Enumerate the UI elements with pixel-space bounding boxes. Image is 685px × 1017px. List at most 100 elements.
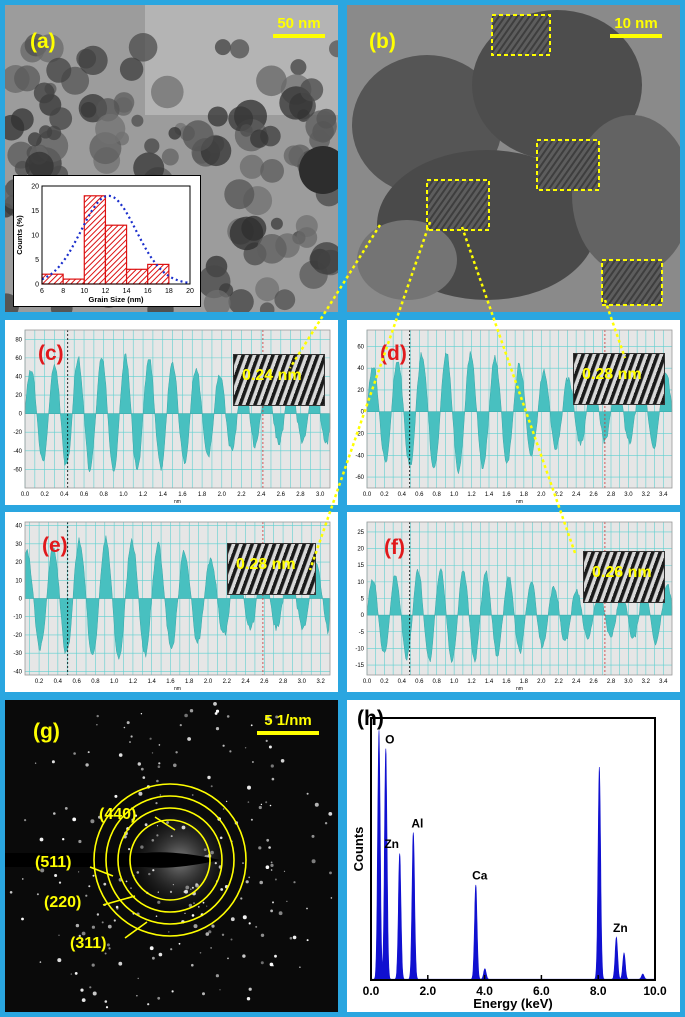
x-tick-label: 2.6 (260, 679, 269, 685)
diffraction-spot (189, 709, 194, 713)
diffraction-spot (197, 906, 200, 908)
diffraction-spot (96, 724, 98, 726)
fringe-inset-d: 0.28 nm (573, 353, 665, 405)
diffraction-spot (64, 807, 68, 810)
diffraction-spot (278, 911, 283, 916)
diffraction-spot (280, 759, 285, 763)
spacing-label-d: 0.28 nm (582, 366, 642, 383)
y-tick-label: 5 (361, 597, 365, 603)
x-tick-label: 2.0 (204, 679, 213, 685)
tem-particle (229, 216, 264, 251)
eds-axes (370, 717, 656, 981)
diffraction-spot (105, 1006, 109, 1009)
diffraction-spot (101, 921, 104, 924)
tem-particle (46, 57, 72, 83)
diffraction-spot (191, 963, 194, 967)
diffraction-spot (259, 880, 263, 885)
y-tick-label: 0 (361, 410, 365, 416)
diffraction-spot (123, 726, 126, 729)
diffraction-spot (251, 761, 254, 763)
scale-bar-line (257, 731, 319, 735)
diffraction-spot (215, 709, 220, 713)
diffraction-spot (149, 737, 152, 740)
x-tick-label: 3.2 (642, 492, 651, 498)
panel-g-scale-text: 5 1/nm (264, 712, 312, 729)
tem-particle (257, 234, 287, 264)
y-tick-label: -20 (13, 430, 22, 436)
x-tick-label: 3.4 (659, 679, 668, 685)
tem-particle (5, 114, 25, 141)
x-tick-label: 0.2 (380, 679, 389, 685)
diffraction-spot (181, 825, 186, 830)
diffraction-spot (269, 962, 274, 967)
diffraction-spot (58, 934, 60, 936)
diffraction-spot (24, 819, 27, 822)
fringe-inset-c: 0.24 nm (233, 354, 325, 406)
diffraction-spot (195, 883, 199, 888)
x-tick-label: 2.0 (218, 492, 227, 498)
y-tick-label: 60 (15, 356, 22, 362)
histogram-xlabel: Grain Size (nm) (88, 295, 144, 304)
diffraction-spot (78, 934, 82, 938)
diffraction-spot (268, 745, 272, 749)
histogram-ylabel: Counts (%) (15, 215, 24, 255)
diffraction-spot (248, 922, 251, 925)
diffraction-spot (103, 882, 107, 886)
tem-particle (78, 45, 108, 75)
y-tick-label: 20 (357, 388, 364, 394)
diffraction-spot (75, 923, 80, 928)
tem-particle (80, 102, 97, 118)
diffraction-spot (185, 885, 190, 890)
tem-particle (256, 65, 287, 97)
fringe-inset-f: 0.26 nm (583, 551, 665, 603)
tem-particle (228, 289, 254, 312)
diffraction-spot (193, 924, 198, 929)
diffraction-spot (158, 744, 161, 746)
diffraction-spot (293, 881, 296, 884)
x-tick-label: 14 (123, 288, 131, 295)
diffraction-spot (269, 804, 272, 807)
beam-stopper (5, 852, 220, 868)
diffraction-spot (156, 834, 159, 837)
diffraction-spot (248, 987, 252, 991)
diffraction-spot (57, 958, 62, 963)
diffraction-spot (156, 779, 159, 783)
diffraction-spot (324, 822, 328, 825)
diffraction-spot (85, 894, 88, 897)
x-axis-unit: nm (516, 686, 523, 692)
tem-particle (290, 59, 307, 76)
diffraction-ring (93, 783, 247, 937)
diffraction-spot (128, 848, 131, 851)
diffraction-spot (202, 901, 205, 904)
x-tick-label: 1.0 (110, 679, 119, 685)
diffraction-spot (274, 878, 277, 881)
diffraction-spot (115, 905, 119, 909)
panel-h-label: (h) (357, 707, 384, 730)
tem-particle (239, 154, 264, 179)
tem-particle (35, 34, 64, 63)
x-tick-label: 4.0 (476, 984, 493, 998)
x-tick-label: 0.2 (41, 492, 50, 498)
y-tick-label: 5 (35, 257, 39, 264)
x-tick-label: 2.8 (607, 492, 616, 498)
diffraction-spot (330, 897, 333, 899)
diffraction-spot (136, 995, 138, 997)
histogram-bar (41, 273, 64, 285)
x-tick-label: 2.0 (419, 984, 436, 998)
x-tick-label: 1.6 (166, 679, 175, 685)
diffraction-spot (306, 792, 309, 795)
diffraction-spot (131, 818, 135, 822)
x-tick-label: 2.8 (607, 679, 616, 685)
tem-particle (240, 124, 253, 137)
spacing-label-f: 0.26 nm (592, 564, 652, 581)
x-tick-label: 18 (165, 288, 173, 295)
diffraction-spot (137, 977, 139, 980)
diffraction-spot (184, 713, 188, 718)
ring-label-440: (440) (99, 806, 137, 823)
diffraction-spot (260, 933, 265, 937)
diffraction-spot (289, 936, 293, 940)
